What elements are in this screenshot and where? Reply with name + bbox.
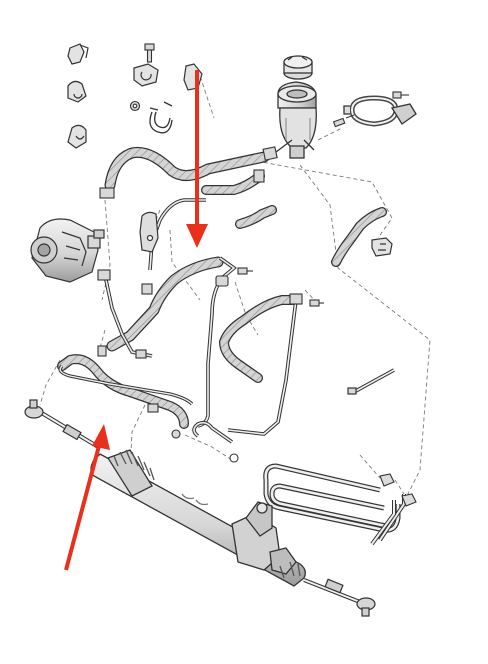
fluid-reservoir <box>275 55 317 159</box>
bracket-hook <box>183 63 203 91</box>
fittings-lower <box>97 345 239 463</box>
pointing-up-right-arrow <box>64 424 110 571</box>
short-hose-reservoir <box>235 205 277 229</box>
clip-bracket-3 <box>67 124 87 149</box>
sensor-rod <box>347 368 395 395</box>
hose-fitting-center <box>97 269 229 295</box>
clip-bracket-1 <box>67 43 89 65</box>
u-clamp <box>149 101 173 134</box>
bolt-center <box>237 267 324 307</box>
screw-reservoir <box>332 114 355 128</box>
hose-fitting-left <box>99 187 115 199</box>
pointing-down-arrow <box>186 70 208 248</box>
bracket-clip-top <box>133 63 159 87</box>
pressure-hose-assembly <box>106 256 224 352</box>
tie-rod-left <box>24 399 102 450</box>
supply-hose-middle <box>201 169 265 195</box>
mounting-plate <box>139 211 159 253</box>
supply-hose-upper <box>104 146 278 191</box>
reservoir-clamp-bracket <box>343 95 417 127</box>
clip-bracket-2 <box>67 80 87 103</box>
tie-rod-right <box>303 578 376 617</box>
oil-cooler <box>263 463 406 546</box>
return-hose-right <box>331 207 387 267</box>
leader-lines <box>39 69 431 501</box>
clip-right <box>371 237 393 257</box>
return-line-loop <box>218 293 303 436</box>
bolt-1 <box>144 43 155 63</box>
cooler-clips <box>379 473 417 507</box>
steering-rack <box>90 449 306 587</box>
s-hose-small <box>192 420 234 444</box>
power-steering-pump <box>30 218 105 283</box>
bolt-reservoir <box>392 91 409 99</box>
metal-line-to-pump-inner <box>149 199 206 271</box>
nut-1 <box>129 100 141 112</box>
lower-hose-loop <box>57 354 194 429</box>
